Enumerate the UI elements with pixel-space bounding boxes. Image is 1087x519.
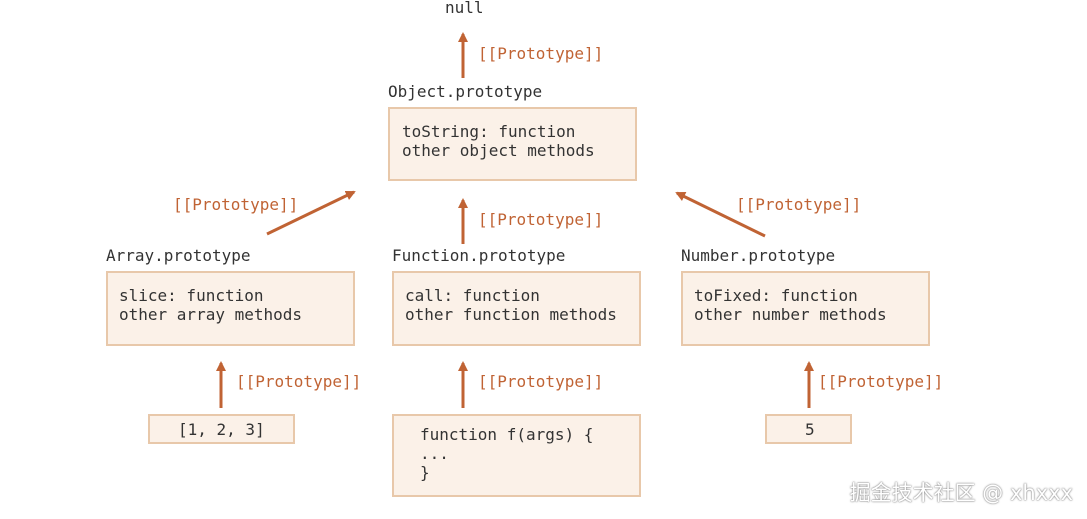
number-instance-box xyxy=(765,414,852,444)
array-prototype-title: Array.prototype xyxy=(106,246,251,265)
prototype-label-array-instance: [[Prototype]] xyxy=(236,372,362,391)
function-prototype-box xyxy=(392,271,641,346)
function-prototype-title: Function.prototype xyxy=(392,246,566,265)
array-instance-value: [1, 2, 3] xyxy=(178,420,265,439)
function-prototype-line-2: other function methods xyxy=(405,305,617,324)
prototype-label-number-object: [[Prototype]] xyxy=(736,195,862,214)
prototype-label-array-object: [[Prototype]] xyxy=(173,195,299,214)
function-instance-box xyxy=(392,414,641,497)
function-instance-line-3: } xyxy=(420,463,430,482)
number-prototype-line-1: toFixed: function xyxy=(694,286,858,305)
function-instance-line-1: function f(args) { xyxy=(420,425,594,444)
array-prototype-line-2: other array methods xyxy=(119,305,303,324)
prototype-label-object-null: [[Prototype]] xyxy=(478,44,604,63)
null-label: null xyxy=(445,0,484,17)
array-instance-box xyxy=(148,414,295,444)
object-prototype-title: Object.prototype xyxy=(388,82,543,101)
number-prototype-line-2: other number methods xyxy=(694,305,887,324)
object-prototype-box xyxy=(388,107,637,181)
number-prototype-box xyxy=(681,271,930,346)
array-prototype-box xyxy=(106,271,355,346)
array-prototype-line-1: slice: function xyxy=(119,286,264,305)
function-prototype-line-1: call: function xyxy=(405,286,540,305)
object-prototype-line-2: other object methods xyxy=(402,141,595,160)
prototype-label-number-instance: [[Prototype]] xyxy=(818,372,944,391)
number-prototype-title: Number.prototype xyxy=(681,246,836,265)
prototype-label-function-instance: [[Prototype]] xyxy=(478,372,604,391)
function-instance-line-2: ... xyxy=(420,444,449,463)
prototype-label-function-object: [[Prototype]] xyxy=(478,210,604,229)
watermark: 掘金技术社区 @ xhxxx xyxy=(849,481,1073,505)
object-prototype-line-1: toString: function xyxy=(402,122,576,141)
number-instance-value: 5 xyxy=(805,420,815,439)
